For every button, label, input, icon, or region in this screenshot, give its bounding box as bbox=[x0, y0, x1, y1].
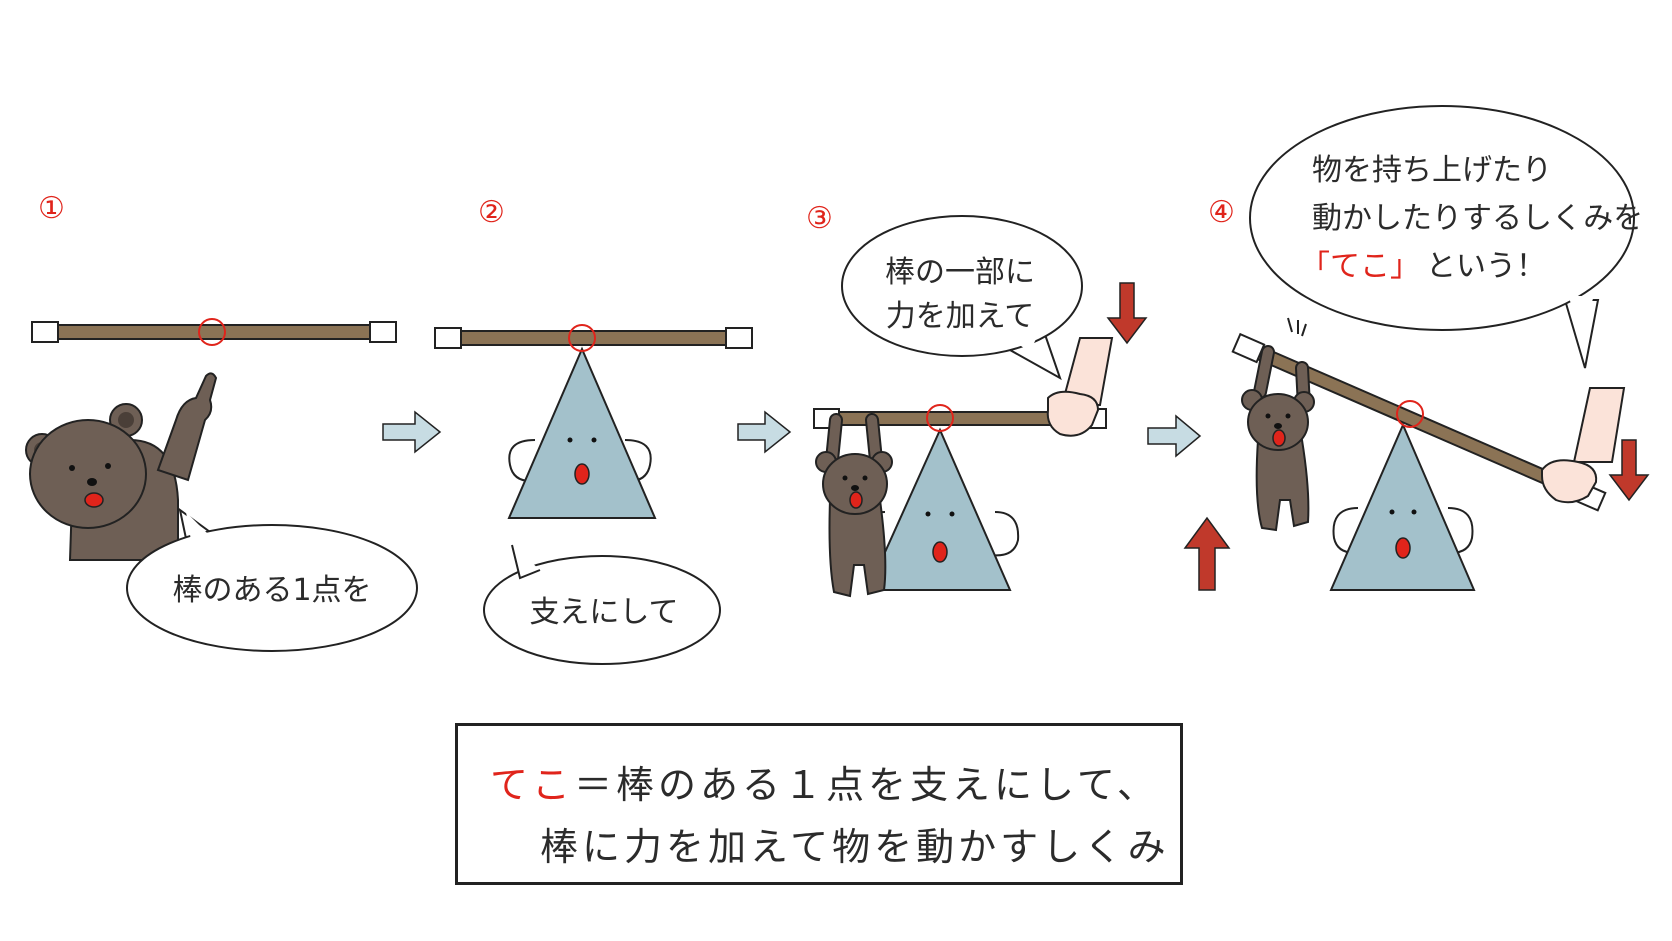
down-arrow-icon bbox=[1106, 282, 1148, 345]
fulcrum-marker bbox=[1396, 400, 1424, 428]
right-arrow-icon bbox=[1147, 414, 1202, 458]
step-4-number: ④ bbox=[1208, 195, 1235, 230]
step-4: ④ 物を持ち上げたり 動かしたりするしくみを 「てこ」という！ bbox=[1183, 105, 1650, 591]
stick bbox=[31, 321, 397, 343]
speech-bubble: 棒のある1点を bbox=[126, 507, 418, 652]
bear-character bbox=[815, 413, 893, 598]
bubble-line: 力を加えて bbox=[886, 299, 1035, 334]
right-arrow-icon bbox=[737, 410, 792, 454]
speech-bubble: 物を持ち上げたり 動かしたりするしくみを 「てこ」という！ bbox=[1249, 105, 1643, 369]
definition-box: てこ＝棒のある１点を支えにして、 棒に力を加えて物を動かすしくみ bbox=[455, 723, 1183, 885]
step-2-number: ② bbox=[478, 195, 505, 230]
bubble-text: 支えにして bbox=[529, 595, 678, 630]
down-arrow-icon bbox=[1608, 439, 1650, 502]
step-2: ② 支えにして bbox=[434, 195, 753, 665]
bubble-line: 「てこ」という！ bbox=[1300, 249, 1546, 284]
hand bbox=[1046, 337, 1114, 437]
definition-term: てこ bbox=[490, 763, 575, 807]
fulcrum-marker bbox=[926, 404, 954, 432]
hand bbox=[1541, 387, 1626, 504]
speech-bubble: 棒の一部に 力を加えて bbox=[841, 215, 1083, 381]
fulcrum-marker bbox=[568, 324, 596, 352]
right-arrow-icon bbox=[382, 410, 442, 454]
speech-bubble: 支えにして bbox=[483, 544, 721, 665]
definition-line-1: てこ＝棒のある１点を支えにして、 bbox=[490, 754, 1159, 809]
fulcrum-character bbox=[1329, 422, 1476, 591]
step-1-number: ① bbox=[38, 191, 65, 226]
bubble-line: 棒の一部に bbox=[885, 255, 1035, 290]
bear-character bbox=[1241, 317, 1315, 532]
bubble-line: 物を持ち上げたり bbox=[1312, 153, 1552, 188]
step-1: ① 棒のある1点を bbox=[25, 191, 418, 652]
step-3: ③ 棒の一部に 力を加えて bbox=[806, 201, 1148, 598]
bubble-line: 動かしたりするしくみを bbox=[1312, 201, 1643, 236]
bubble-term: 「てこ」 bbox=[1300, 249, 1420, 284]
bear-character bbox=[25, 372, 218, 561]
fulcrum-character bbox=[507, 346, 657, 519]
fulcrum-marker bbox=[198, 318, 226, 346]
bubble-tail: という！ bbox=[1426, 249, 1546, 284]
step-3-number: ③ bbox=[806, 201, 833, 236]
definition-text: ＝棒のある１点を支えにして、 bbox=[574, 763, 1159, 807]
up-arrow-icon bbox=[1183, 516, 1231, 591]
bubble-text: 棒のある1点を bbox=[172, 573, 371, 608]
definition-line-2: 棒に力を加えて物を動かすしくみ bbox=[540, 825, 1170, 869]
